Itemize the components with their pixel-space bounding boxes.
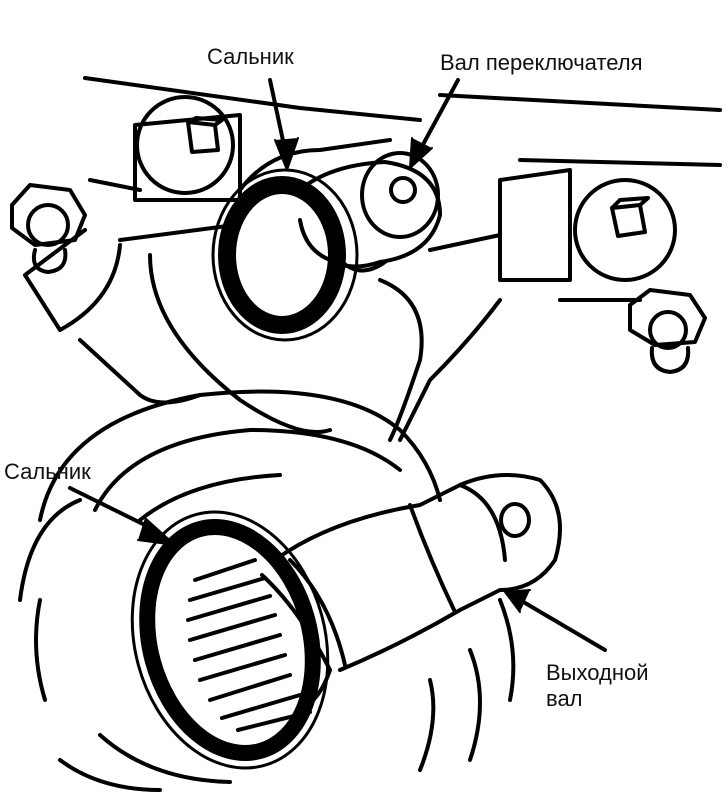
housing-body	[398, 298, 502, 442]
housing-edge	[83, 76, 422, 122]
arrow-seal-top-head	[274, 137, 299, 171]
housing-edge	[438, 93, 722, 112]
flange-arc	[418, 678, 436, 772]
arrow-output-head	[504, 589, 531, 613]
output-seal	[139, 519, 321, 761]
bolt-square-left-upper	[186, 120, 220, 154]
label-seal-bottom: Сальник	[4, 459, 91, 484]
flange-arc	[93, 428, 402, 512]
nut-right	[628, 288, 707, 347]
bolt-square-right	[610, 203, 647, 238]
flange-arc	[498, 598, 516, 702]
label-output-shaft: Выходной вал	[546, 660, 686, 712]
flange-arc	[38, 389, 442, 522]
right-bracket	[498, 168, 572, 282]
output-shaft	[273, 473, 562, 672]
arrow-selector	[418, 78, 460, 152]
flange-arc	[58, 758, 162, 792]
flange-arc	[138, 473, 282, 522]
output-shaft-hole	[499, 502, 531, 538]
housing-edge	[88, 178, 142, 192]
housing-body	[78, 338, 202, 405]
selector-seal	[218, 176, 346, 334]
arrow-seal-bottom	[68, 486, 157, 532]
arrow-seal-bottom-head	[137, 517, 176, 546]
flange-arc	[18, 498, 82, 602]
output-splines	[186, 558, 312, 732]
housing-edge	[518, 158, 722, 167]
housing-body	[378, 278, 424, 442]
label-output-shaft-line2: вал	[546, 686, 583, 711]
label-seal-top: Сальник	[207, 44, 294, 69]
arrow-seal-top	[268, 78, 287, 152]
flange-arc	[98, 733, 232, 784]
housing-body	[148, 253, 332, 434]
arrow-output	[518, 598, 607, 652]
arrow-selector-head	[409, 137, 433, 169]
nut-left	[10, 183, 87, 247]
bolt-head-right	[573, 178, 677, 282]
selector-shaft-hole	[389, 176, 417, 204]
flange-arc	[34, 598, 47, 702]
bolt-head-left-upper	[135, 95, 235, 195]
housing-body	[428, 233, 502, 252]
label-selector-shaft: Вал переключателя	[440, 50, 643, 75]
housing-body	[23, 228, 122, 332]
selector-shaft	[298, 160, 442, 269]
label-output-shaft-line1: Выходной	[546, 660, 649, 685]
flange-arc	[468, 648, 482, 762]
